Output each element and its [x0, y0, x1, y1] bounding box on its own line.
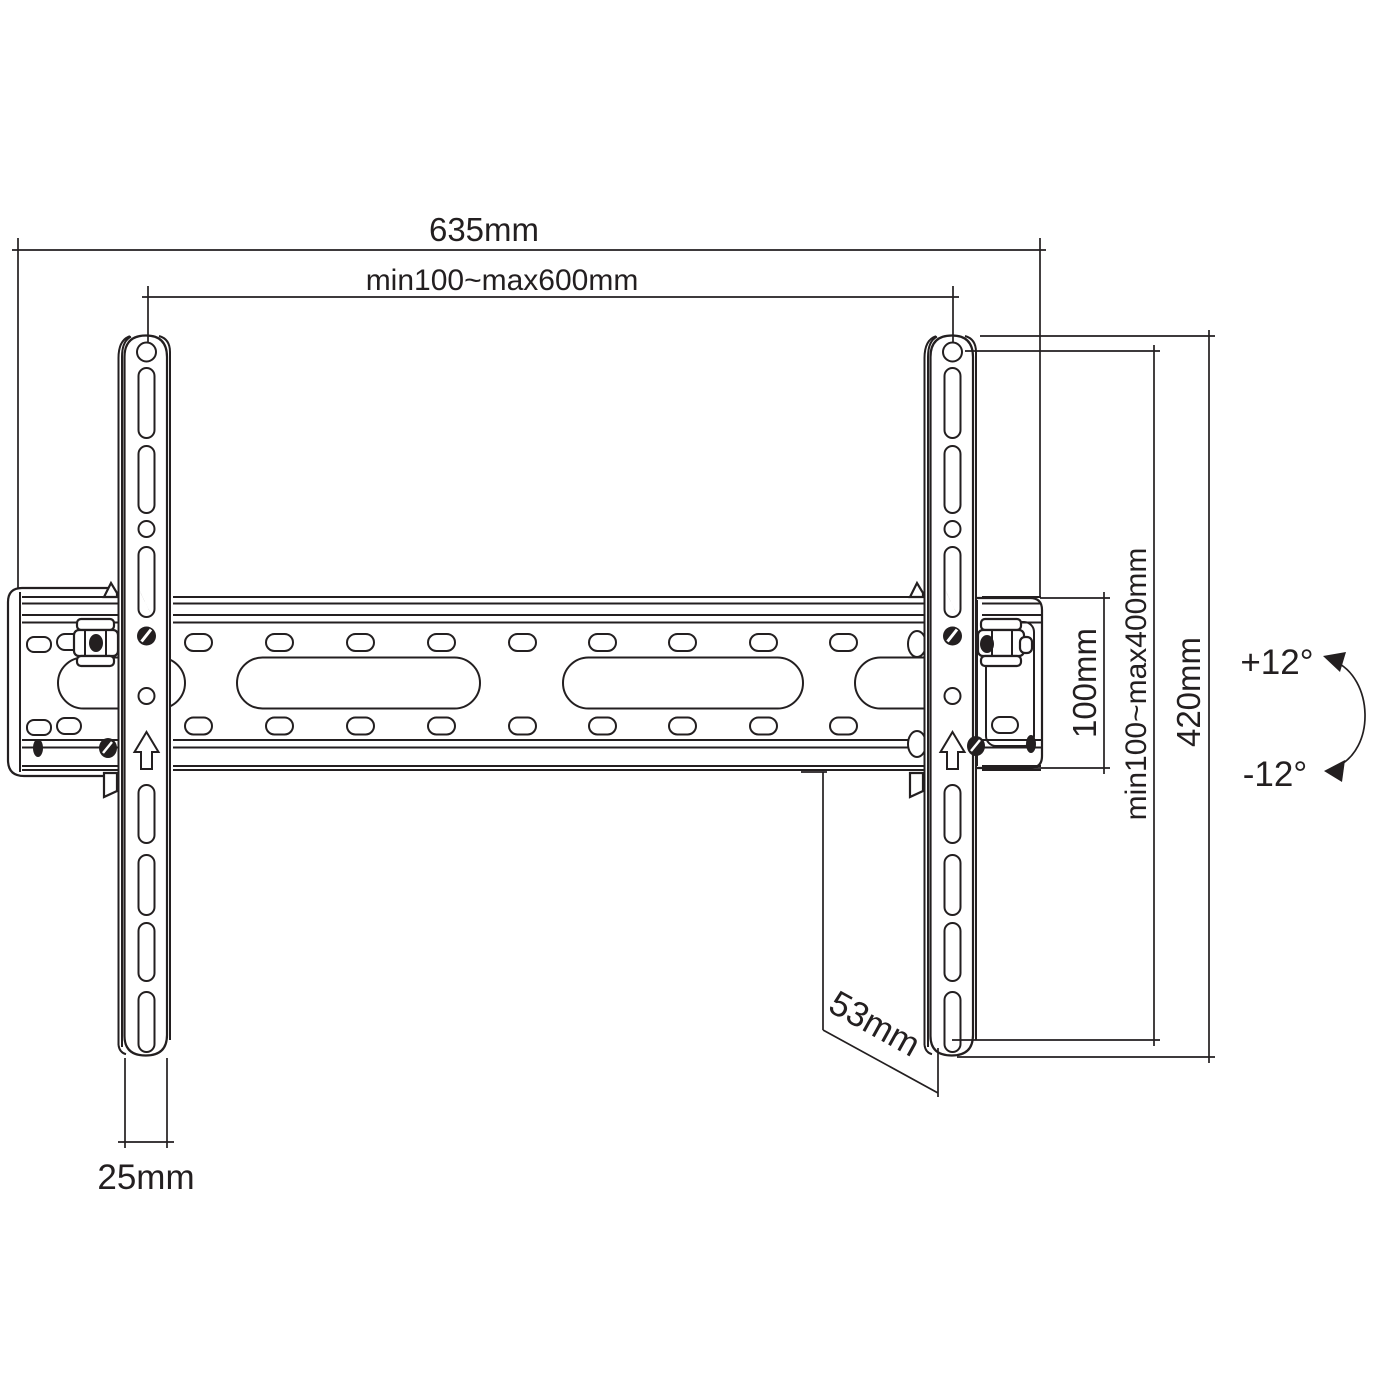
tilt-up-label: +12° — [1240, 643, 1313, 682]
locking-bolts — [99, 736, 985, 758]
dim-horizontal-range-label: min100~max600mm — [366, 264, 639, 297]
dim-arm-width-label: 25mm — [97, 1158, 194, 1197]
tilt-arc — [1333, 660, 1366, 768]
left-mount-screw-assembly — [33, 617, 120, 757]
dim-arm-height: 420mm — [957, 330, 1215, 1063]
right-mount-screw-assembly — [976, 617, 1036, 753]
rail-washers — [907, 630, 927, 758]
right-vesa-arm — [908, 333, 978, 1058]
dim-plate-height: 100mm — [1018, 592, 1110, 774]
dim-total-width-label: 635mm — [429, 211, 539, 248]
dim-depth-label: 53mm — [823, 983, 927, 1064]
tilt-arrowhead-down — [1324, 760, 1345, 782]
wall-plate-small-slots — [56, 633, 858, 736]
tilt-annotation: +12° -12° — [1240, 643, 1366, 794]
dim-vertical-range: min100~max400mm — [952, 345, 1160, 1046]
wall-plate-edges — [22, 596, 1041, 771]
dim-horizontal-range: min100~max600mm — [142, 264, 959, 343]
tilt-arrowhead-up — [1323, 652, 1346, 672]
dim-arm-width: 25mm — [97, 1058, 195, 1197]
dim-plate-height-label: 100mm — [1066, 628, 1103, 738]
dim-total-width: 635mm — [12, 211, 1046, 597]
dim-depth: 53mm — [801, 771, 939, 1097]
tilt-down-label: -12° — [1243, 755, 1308, 794]
wall-plate-large-slots — [57, 656, 962, 710]
wall-plate — [22, 596, 1041, 771]
dim-vertical-range-label: min100~max400mm — [1120, 548, 1153, 821]
dim-arm-height-label: 420mm — [1170, 637, 1207, 747]
